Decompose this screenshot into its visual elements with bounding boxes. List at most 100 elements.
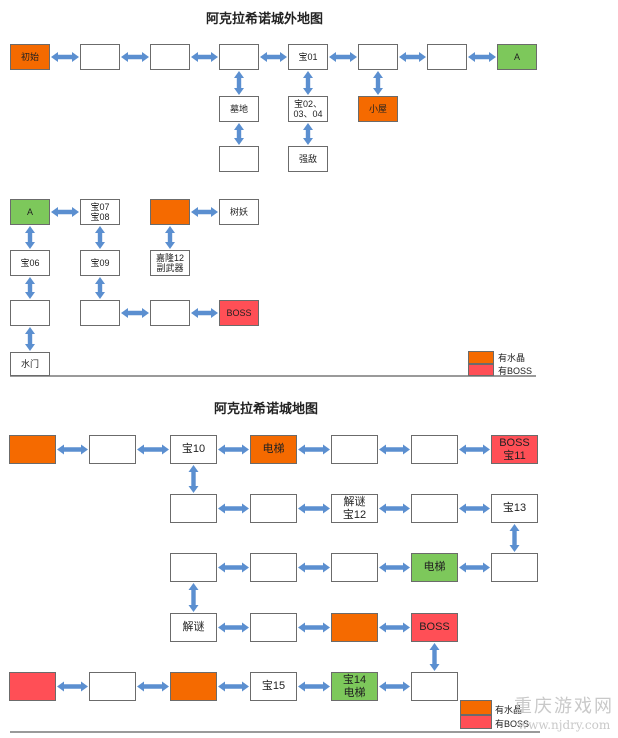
map1-node-tree-label: 树妖 — [230, 207, 248, 217]
map2-node-r1f — [411, 435, 458, 464]
map2-node-t15-label: 宝15 — [262, 680, 285, 693]
map1-node-e3 — [150, 44, 190, 70]
map1-node-hut: 小屋 — [358, 96, 398, 122]
map2-node-t15: 宝15 — [250, 672, 297, 701]
map1-legend-crystal-label: 有水晶 — [498, 353, 526, 363]
map1-arrow-e21-e22 — [121, 308, 149, 318]
map2-legend-crystal-label: 有水晶 — [495, 705, 523, 715]
node-label-line: 宝12 — [342, 508, 367, 521]
map1-node-t06-label: 宝06 — [20, 258, 39, 268]
map2-node-t10-label: 宝10 — [182, 443, 205, 456]
map2-node-r2d — [411, 494, 458, 523]
map1-node-e2 — [80, 44, 120, 70]
node-label-line: 宝06 — [20, 257, 40, 268]
map2-node-r1b — [89, 435, 136, 464]
map2-legend-boss-label: 有BOSS — [495, 719, 530, 729]
node-label-line: BOSS — [419, 621, 450, 634]
node-label-line: 宝02、 — [293, 98, 322, 109]
map1-arrow-t01-t020304 — [303, 71, 313, 95]
map2-node-boss4: BOSS — [411, 613, 458, 642]
map2-arrow-r5a-r5b — [57, 681, 88, 692]
map1-node-start-label: 初始 — [21, 52, 39, 62]
node-label-line: A — [26, 206, 33, 217]
map2-legend-boss-swatch — [460, 715, 492, 729]
map1-node-c_mid — [150, 199, 190, 225]
map1-node-e22 — [150, 300, 190, 326]
map2-arrow-t10-elev1 — [218, 444, 249, 455]
map2-arrow-r3c-elev2 — [379, 562, 410, 573]
map1-arrow-e4-t01 — [260, 52, 287, 62]
map2-node-elev1: 电梯 — [250, 435, 297, 464]
map1-arrow-e4-grave — [234, 71, 244, 95]
node-label-line: 宝14 — [342, 673, 367, 686]
map1-arrow-c_mid-tree — [191, 207, 218, 217]
map2-arrow-r1e-r1f — [379, 444, 410, 455]
map1-node-e21 — [80, 300, 120, 326]
map2-arrow-puzzle-r4b — [218, 622, 249, 633]
node-label-line: 墓地 — [229, 103, 248, 114]
node-label-line: 电梯 — [423, 561, 446, 574]
map2-node-puzzle: 解谜 — [170, 613, 217, 642]
map1-node-tree: 树妖 — [219, 199, 259, 225]
watermark-url: www.njdry.com — [517, 718, 611, 732]
watermark: 重庆游戏网 www.njdry.com — [514, 692, 614, 732]
map1-node-start: 初始 — [10, 44, 50, 70]
map2-arrow-r4c-boss4 — [379, 622, 410, 633]
map2-arrow-t13-r3e — [509, 524, 520, 552]
map2-node-r3a — [170, 553, 217, 582]
map2-arrow-elev2-r3e — [459, 562, 490, 573]
node-label-line: 宝11 — [503, 449, 526, 462]
map1-node-water: 水门 — [10, 352, 50, 376]
map2-arrow-r4b-r4c — [298, 622, 330, 633]
map2-node-elev1-label: 电梯 — [263, 443, 285, 456]
map2-arrow-elev1-r1e — [298, 444, 330, 455]
map1-arrow-grave-under_grave — [234, 123, 244, 145]
map2-node-t10: 宝10 — [170, 435, 217, 464]
map1-arrow-t01-e6 — [329, 52, 357, 62]
map2-arrow-r1f-boss11 — [459, 444, 490, 455]
node-label-line: 宝15 — [261, 680, 286, 693]
map1-node-t09-label: 宝09 — [90, 258, 109, 268]
map2-node-r5c — [170, 672, 217, 701]
map1-arrow-e3-e4 — [191, 52, 218, 62]
node-label-line: BOSS — [499, 436, 530, 449]
map2-arrow-r5c-t15 — [218, 681, 249, 692]
map1-node-under_grave — [219, 146, 259, 172]
map1-title: 阿克拉希诺城外地图 — [206, 11, 324, 26]
map2-node-r1e — [331, 435, 378, 464]
map2-node-r5a — [9, 672, 56, 701]
map1-node-strong: 强敌 — [288, 146, 328, 172]
map1-arrow-t0708-t09 — [95, 226, 105, 249]
node-label-line: BOSS — [226, 307, 252, 318]
map1-arrow-c_mid-grave12 — [165, 226, 175, 249]
map1-arrow-t09-e21 — [95, 277, 105, 299]
map2-node-r1a — [9, 435, 56, 464]
map1-arrow-e2-e3 — [121, 52, 149, 62]
map2-arrow-r2b-puzzle12 — [298, 503, 330, 514]
map1-node-grave: 墓地 — [219, 96, 259, 122]
node-label-line: 副武器 — [156, 263, 184, 273]
node-label-line: 初始 — [20, 51, 39, 62]
map2-arrow-r2a-r2b — [218, 503, 249, 514]
node-label-line: 解谜 — [182, 621, 205, 634]
map1-arrow-t06-e20 — [25, 277, 35, 299]
map1-legend-crystal-swatch — [468, 351, 494, 364]
map2-node-boss4-label: BOSS — [419, 621, 450, 634]
node-label-line: 解谜 — [343, 495, 366, 508]
map1-arrow-e6-hut — [373, 71, 383, 95]
map2-node-puzzle-label: 解谜 — [183, 621, 205, 634]
map2-node-r4b — [250, 613, 297, 642]
map1-arrow-e20-water — [25, 327, 35, 351]
node-label-line: 电梯 — [262, 443, 285, 456]
map1-node-t020304-label: 宝02、03、04 — [293, 99, 322, 120]
node-label-line: 03、04 — [293, 109, 323, 119]
node-label-line: 宝08 — [90, 212, 110, 222]
node-label-line: 宝13 — [502, 502, 527, 515]
map1-node-a_low: A — [10, 199, 50, 225]
